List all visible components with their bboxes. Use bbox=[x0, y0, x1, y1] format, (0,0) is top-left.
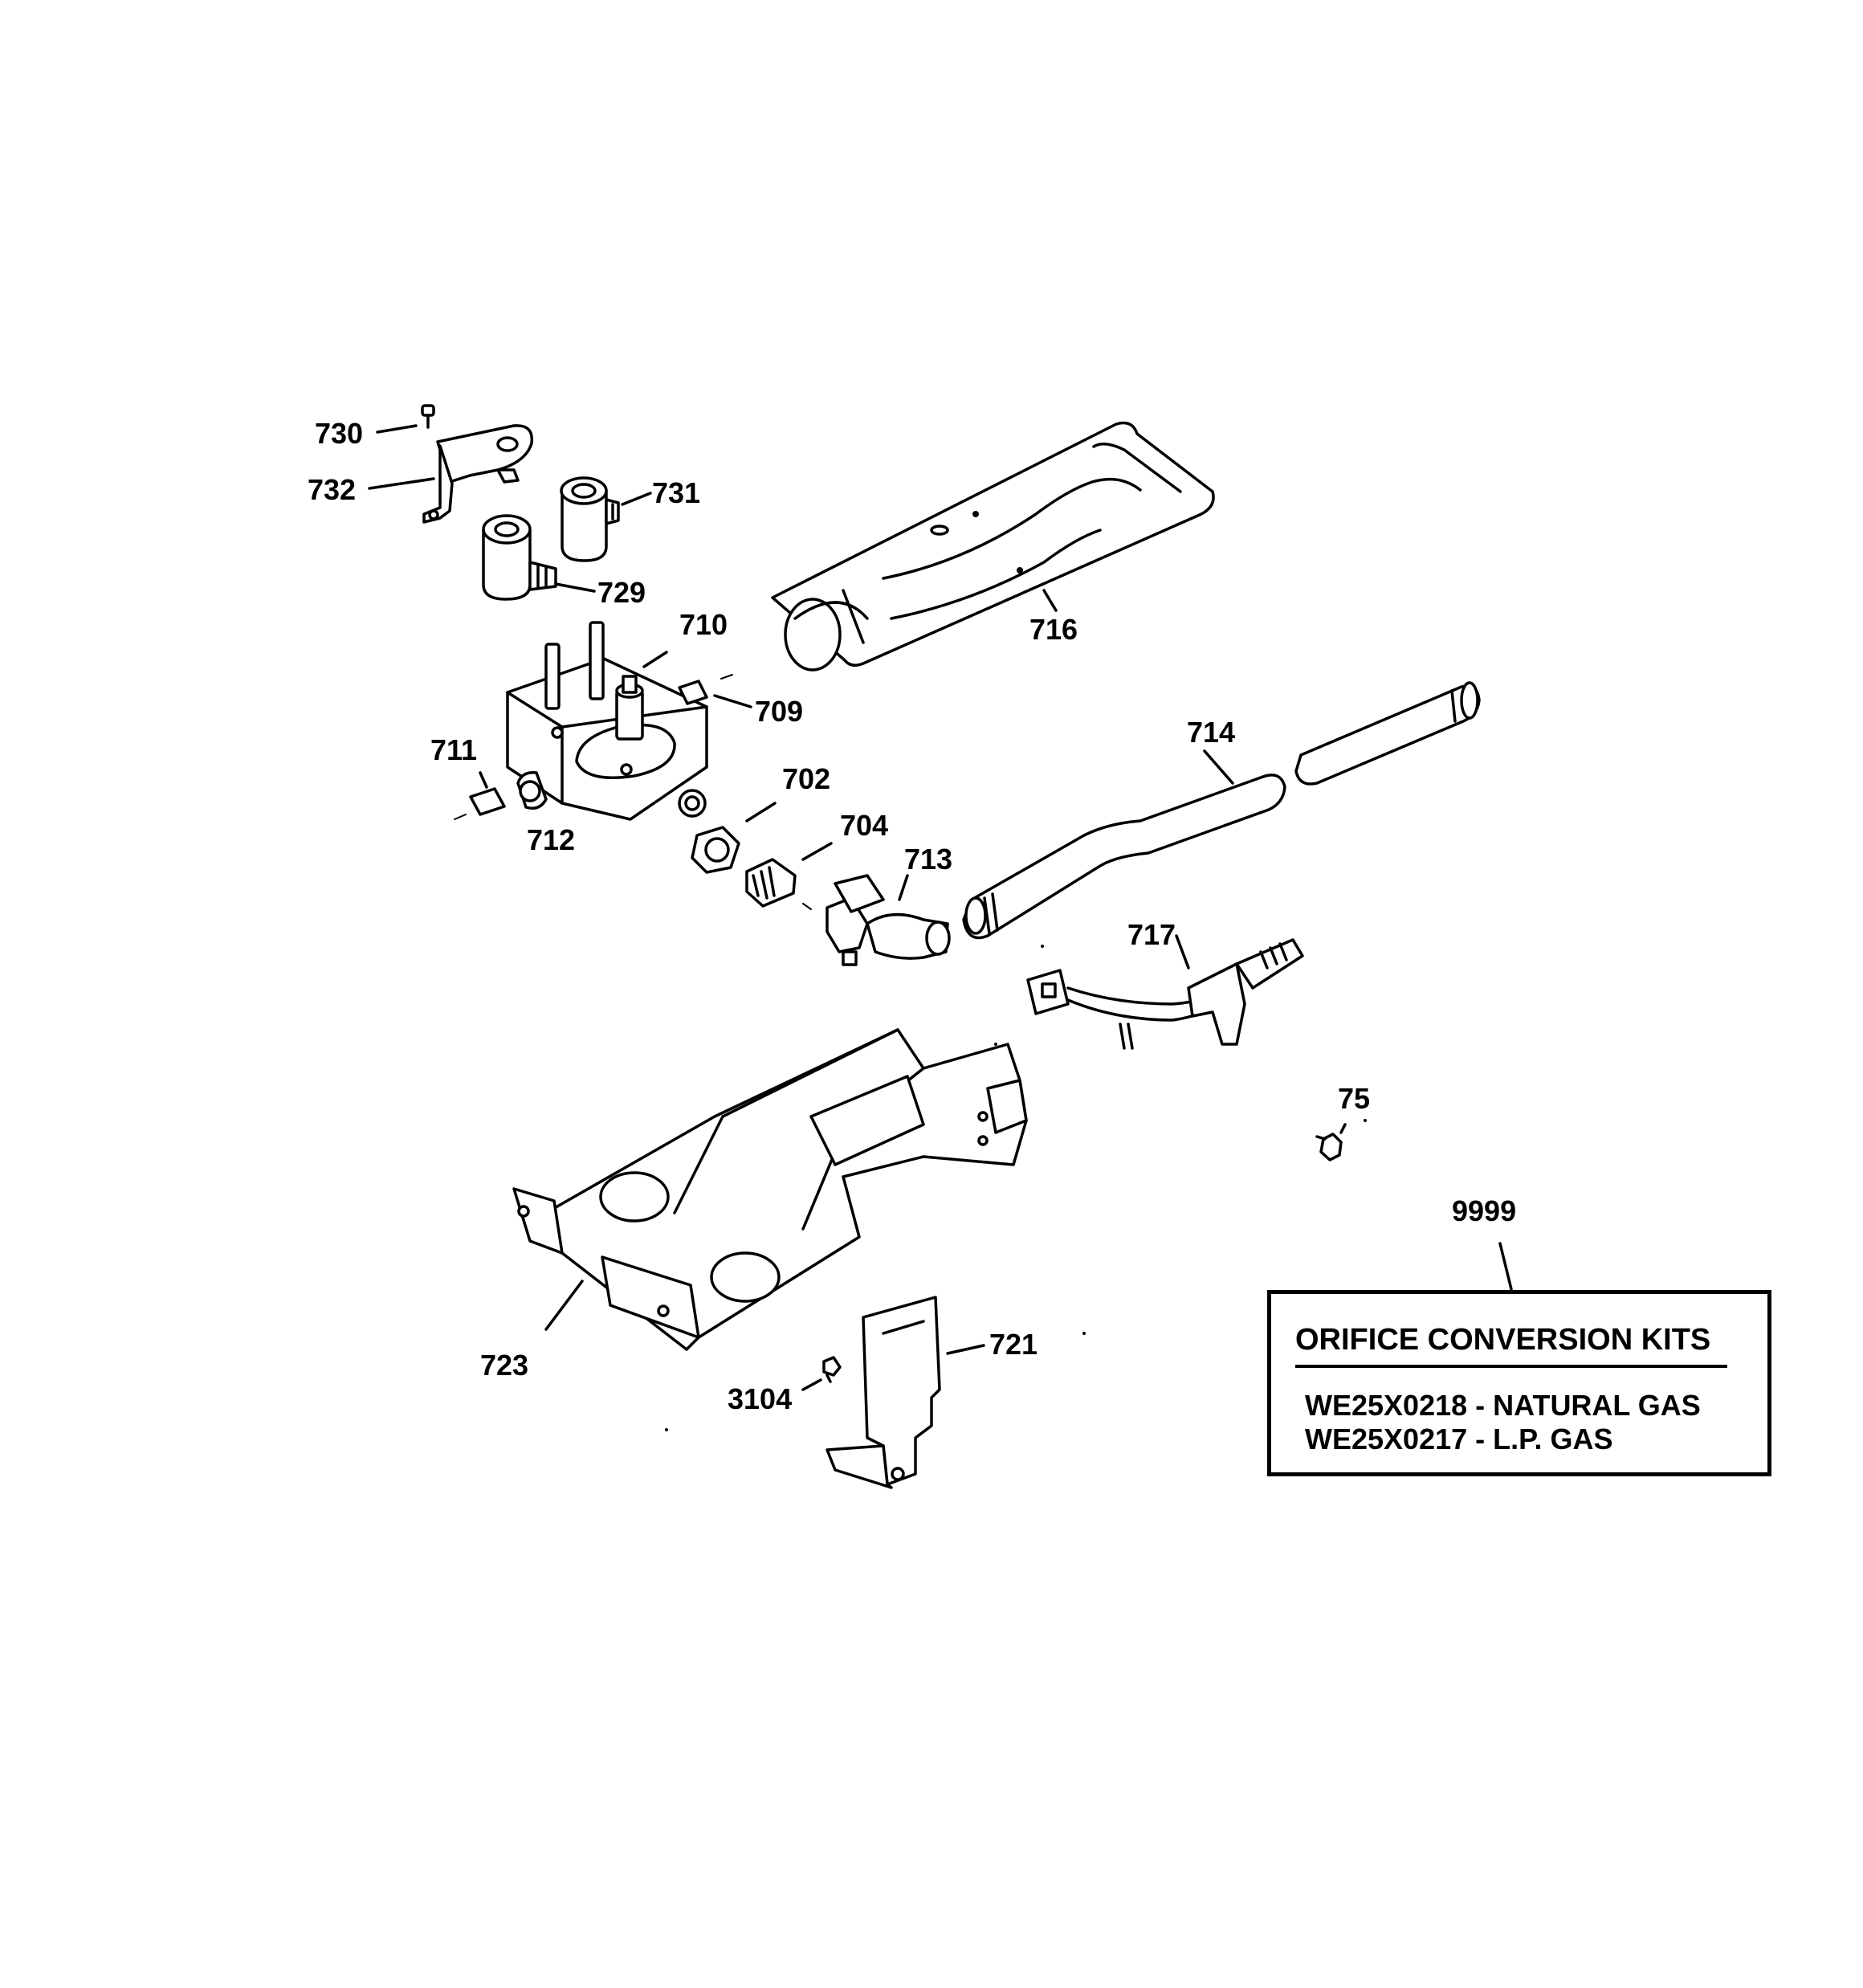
nut-702 bbox=[691, 802, 777, 874]
bracket-723 bbox=[512, 1028, 1028, 1351]
orifice-704 bbox=[745, 842, 833, 910]
label-714: 714 bbox=[1187, 716, 1236, 749]
label-9999: 9999 bbox=[1452, 1194, 1517, 1227]
label-713: 713 bbox=[904, 843, 953, 876]
kit-box-title: ORIFICE CONVERSION KITS bbox=[1295, 1323, 1711, 1357]
specks bbox=[665, 945, 1367, 1431]
label-729: 729 bbox=[597, 576, 646, 609]
igniter-717 bbox=[1026, 934, 1304, 1050]
orifice-conversion-kits-box: ORIFICE CONVERSION KITS WE25X0218 - NATU… bbox=[1267, 1290, 1771, 1476]
label-721: 721 bbox=[989, 1328, 1038, 1361]
screw-75 bbox=[1315, 1123, 1347, 1161]
label-732: 732 bbox=[308, 473, 357, 506]
leader-9999 bbox=[1498, 1242, 1513, 1291]
label-731: 731 bbox=[652, 476, 701, 509]
label-3104: 3104 bbox=[728, 1382, 793, 1415]
kit-box-divider bbox=[1295, 1365, 1727, 1368]
label-730: 730 bbox=[315, 417, 364, 450]
label-702: 702 bbox=[782, 762, 831, 795]
label-711: 711 bbox=[430, 733, 478, 766]
kit-lp-gas: WE25X0217 - L.P. GAS bbox=[1305, 1423, 1613, 1455]
valve-713 bbox=[826, 874, 951, 966]
coil-731 bbox=[560, 476, 652, 562]
shield-721 bbox=[826, 1296, 985, 1489]
pipe-714 bbox=[962, 749, 1286, 940]
label-75: 75 bbox=[1338, 1082, 1371, 1115]
screw-3104 bbox=[801, 1356, 842, 1391]
pipe-straight bbox=[1294, 681, 1481, 786]
fitting-709 bbox=[678, 674, 752, 708]
valve-710 bbox=[506, 621, 708, 821]
label-723: 723 bbox=[480, 1349, 529, 1382]
label-712: 712 bbox=[527, 823, 576, 856]
label-710: 710 bbox=[679, 608, 728, 641]
kit-natural-gas: WE25X0218 - NATURAL GAS bbox=[1305, 1389, 1701, 1422]
screw-730 bbox=[376, 404, 435, 434]
burner-716 bbox=[771, 421, 1215, 672]
label-709: 709 bbox=[755, 695, 804, 728]
bracket-732 bbox=[368, 424, 534, 524]
fitting-711 bbox=[454, 771, 506, 820]
coil-729 bbox=[482, 514, 596, 601]
label-717: 717 bbox=[1127, 918, 1176, 951]
label-716: 716 bbox=[1029, 613, 1078, 646]
label-704: 704 bbox=[840, 809, 889, 842]
